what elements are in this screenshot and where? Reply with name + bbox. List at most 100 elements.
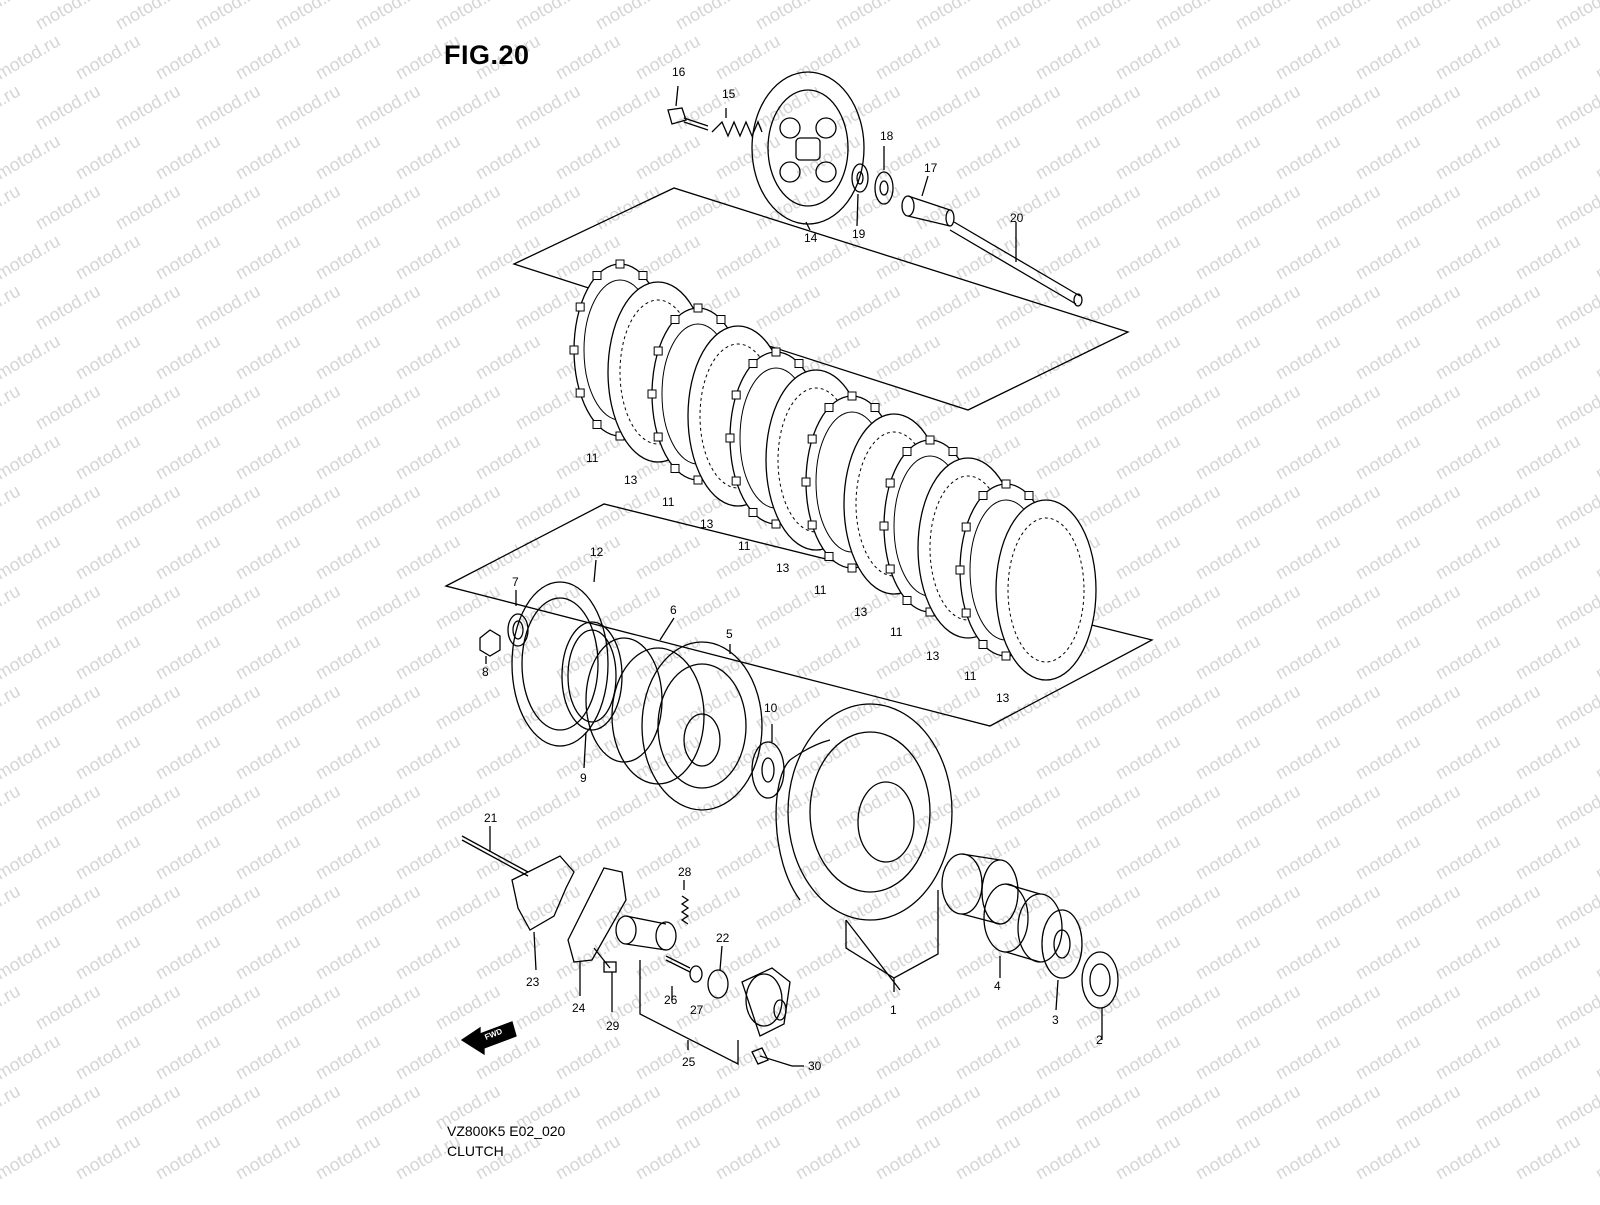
watermark-text: motod.ru	[432, 681, 504, 734]
watermark-text: motod.ru	[1432, 831, 1504, 884]
watermark-text: motod.ru	[1192, 131, 1264, 184]
watermark-text: motod.ru	[152, 1031, 224, 1084]
watermark-text: motod.ru	[792, 831, 864, 884]
watermark-text: motod.ru	[312, 31, 384, 84]
watermark-text: motod.ru	[1152, 1081, 1224, 1134]
watermark-text: motod.ru	[152, 831, 224, 884]
watermark-text: motod.ru	[1472, 681, 1544, 734]
watermark-text: motod.ru	[912, 0, 984, 33]
callout-15: 15	[722, 87, 736, 101]
watermark-text: motod.ru	[1232, 281, 1304, 334]
watermark-text: motod.ru	[432, 0, 504, 33]
watermark-text: motod.ru	[792, 931, 864, 984]
watermark-text: motod.ru	[1472, 881, 1544, 934]
watermark-text: motod.ru	[1072, 481, 1144, 534]
watermark-text: motod.ru	[1152, 881, 1224, 934]
watermark-text: motod.ru	[312, 831, 384, 884]
watermark-text: motod.ru	[1192, 931, 1264, 984]
plate-tab	[647, 389, 657, 399]
watermark-text: motod.ru	[72, 1031, 144, 1084]
watermark-text: motod.ru	[912, 881, 984, 934]
watermark-text: motod.ru	[1152, 581, 1224, 634]
watermark-text: motod.ru	[1592, 231, 1600, 284]
watermark-text: motod.ru	[1112, 431, 1184, 484]
watermark-text: motod.ru	[1512, 531, 1584, 584]
watermark-text: motod.ru	[152, 1131, 224, 1184]
watermark-text: motod.ru	[512, 481, 584, 534]
watermark-text: motod.ru	[752, 81, 824, 134]
callout-11-a: 11	[586, 451, 599, 465]
watermark-text: motod.ru	[1152, 181, 1224, 234]
watermark-text: motod.ru	[272, 581, 344, 634]
watermark-text: motod.ru	[1152, 381, 1224, 434]
watermark-text: motod.ru	[552, 1031, 624, 1084]
watermark-text: motod.ru	[872, 831, 944, 884]
watermark-text: motod.ru	[1472, 1081, 1544, 1134]
callout-12: 12	[590, 545, 604, 559]
watermark-text: motod.ru	[1392, 381, 1464, 434]
watermark-text: motod.ru	[1312, 381, 1384, 434]
watermark-text: motod.ru	[1352, 31, 1424, 84]
washer-19	[851, 163, 869, 193]
watermark-text: motod.ru	[712, 231, 784, 284]
watermark-text: motod.ru	[272, 881, 344, 934]
watermark-text: motod.ru	[792, 1031, 864, 1084]
watermark-text: motod.ru	[72, 31, 144, 84]
watermark-text: motod.ru	[1432, 1131, 1504, 1184]
watermark-text: motod.ru	[872, 231, 944, 284]
callout-22: 22	[716, 931, 730, 945]
plate-tab	[948, 447, 958, 457]
watermark-text: motod.ru	[1552, 0, 1600, 33]
watermark-text: motod.ru	[1312, 781, 1384, 834]
watermark-text: motod.ru	[592, 81, 664, 134]
watermark-text: motod.ru	[32, 481, 104, 534]
watermark-text: motod.ru	[0, 1131, 64, 1184]
watermark-text: motod.ru	[872, 1131, 944, 1184]
plate-tab	[978, 639, 988, 649]
watermark-text: motod.ru	[1432, 31, 1504, 84]
return-spring	[680, 895, 690, 925]
section-name: CLUTCH	[447, 1143, 504, 1159]
push-piece	[901, 175, 955, 227]
watermark-text: motod.ru	[152, 931, 224, 984]
plate-tab	[847, 391, 857, 401]
watermark-text: motod.ru	[312, 231, 384, 284]
watermark-text: motod.ru	[1432, 931, 1504, 984]
watermark-text: motod.ru	[232, 431, 304, 484]
watermark-text: motod.ru	[1272, 431, 1344, 484]
watermark-text: motod.ru	[0, 481, 24, 534]
watermark-text: motod.ru	[152, 731, 224, 784]
watermark-text: motod.ru	[1432, 531, 1504, 584]
watermark-text: motod.ru	[152, 331, 224, 384]
watermark-text: motod.ru	[1032, 1031, 1104, 1084]
clutch-spring	[711, 120, 763, 138]
watermark-text: motod.ru	[592, 981, 664, 1034]
watermark-text: motod.ru	[1392, 781, 1464, 834]
watermark-text: motod.ru	[472, 131, 544, 184]
watermark-text: motod.ru	[0, 981, 24, 1034]
watermark-text: motod.ru	[352, 281, 424, 334]
watermark-text: motod.ru	[672, 1081, 744, 1134]
watermark-text: motod.ru	[152, 31, 224, 84]
pressure-plate	[751, 71, 865, 231]
watermark-text: motod.ru	[1312, 581, 1384, 634]
watermark-text: motod.ru	[32, 0, 104, 33]
watermark-text: motod.ru	[1232, 0, 1304, 33]
watermark-text: motod.ru	[1272, 931, 1344, 984]
plate-tab	[575, 302, 585, 312]
watermark-text: motod.ru	[832, 0, 904, 33]
spacer-sleeve	[941, 853, 1019, 925]
watermark-text: motod.ru	[512, 0, 584, 33]
watermark-text: motod.ru	[32, 881, 104, 934]
driven-plate	[995, 499, 1097, 681]
watermark-text: motod.ru	[632, 531, 704, 584]
watermark-text: motod.ru	[1312, 481, 1384, 534]
watermark-text: motod.ru	[1312, 281, 1384, 334]
driven-plate-teeth	[1007, 517, 1085, 663]
watermark-text: motod.ru	[552, 531, 624, 584]
watermark-text: motod.ru	[1152, 981, 1224, 1034]
watermark-text: motod.ru	[1592, 131, 1600, 184]
watermark-text: motod.ru	[1432, 331, 1504, 384]
watermark-text: motod.ru	[1152, 781, 1224, 834]
